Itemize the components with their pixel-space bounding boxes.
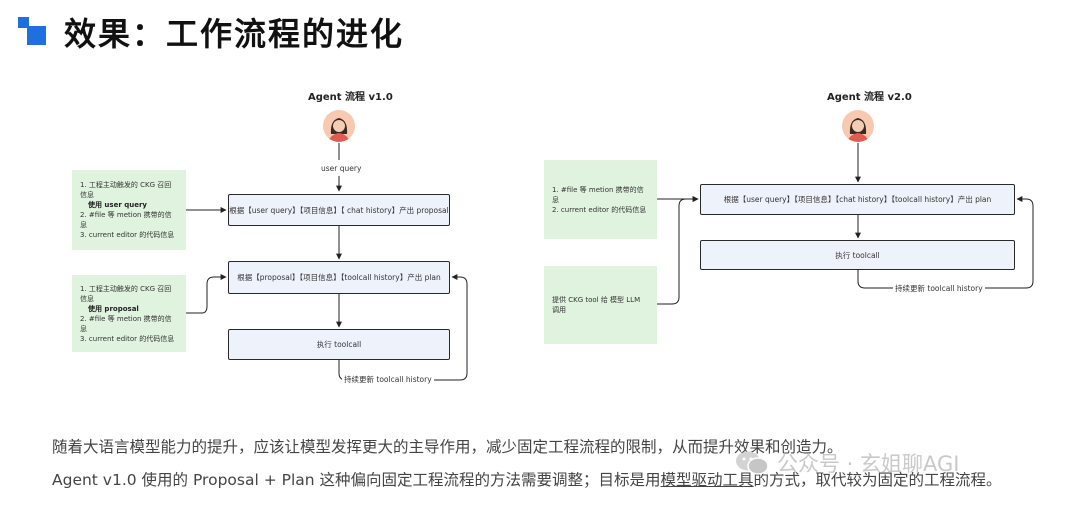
user-avatar-icon xyxy=(847,118,869,142)
caption-line-2: Agent v1.0 使用的 Proposal + Plan 这种偏向固定工程流… xyxy=(52,468,1002,490)
v2-user-avatar xyxy=(842,110,874,142)
v2-title: Agent 流程 v2.0 xyxy=(827,92,912,103)
v2-context-note-1: 1. #file 等 metion 携带的信息 2. current edito… xyxy=(544,160,657,239)
user-avatar-icon xyxy=(328,118,350,142)
note-line: 3. current editor 的代码信息 xyxy=(80,231,175,239)
page-header: 效果：工作流程的进化 xyxy=(18,8,404,56)
v2-note2-to-plan xyxy=(657,196,699,305)
note-line: 2. #file 等 metion 携带的信息 xyxy=(80,211,172,229)
v2-plan-step: 根据【user query】【项目信息】【chat history】【toolc… xyxy=(700,184,1015,215)
v2-loop-label: 持续更新 toolcall history xyxy=(893,283,985,294)
note-line-bold: 使用 proposal xyxy=(88,304,139,313)
note-line: 提供 CKG tool 给 模型 LLM 调用 xyxy=(552,296,641,314)
wechat-icon xyxy=(736,451,769,475)
v1-context-note-1: 1. 工程主动触发的 CKG 召回信息 使用 user query 2. #fi… xyxy=(72,170,186,250)
note-line: 1. 工程主动触发的 CKG 召回信息 xyxy=(80,284,172,303)
v1-title: Agent 流程 v1.0 xyxy=(308,92,393,103)
watermark-text: 公众号 · 玄姐聊AGI xyxy=(777,452,960,476)
v1-loop-label: 持续更新 toolcall history xyxy=(342,374,434,385)
title-logo-icon xyxy=(18,17,52,47)
v2-exec-step: 执行 toolcall xyxy=(700,240,1015,270)
note-line-bold: 使用 user query xyxy=(88,201,147,209)
v1-user-query-label: user query xyxy=(321,164,362,173)
note-line: 3. current editor 的代码信息 xyxy=(80,334,175,343)
v1-user-avatar xyxy=(323,110,355,142)
v1-note2-to-plan xyxy=(186,274,227,314)
note-line: 2. #file 等 metion 携带的信息 xyxy=(80,314,172,333)
watermark: 公众号 · 玄姐聊AGI xyxy=(735,448,960,478)
caption-emphasis: 模型驱动工具 xyxy=(660,471,754,489)
v1-proposal-step: 根据【user query】【项目信息】【 chat history】产出 pr… xyxy=(228,194,450,226)
note-line: 1. 工程主动触发的 CKG 召回信息 xyxy=(80,181,172,199)
caption-text: Agent v1.0 使用的 Proposal + Plan 这种偏向固定工程流… xyxy=(52,471,661,489)
caption-text: 的方式，取代较为固定的工程流程。 xyxy=(753,471,1002,489)
v1-plan-step: 根据【proposal】【项目信息】【toolcall history】产出 p… xyxy=(228,261,450,294)
note-line: 2. current editor 的代码信息 xyxy=(552,205,647,214)
v1-exec-step: 执行 toolcall xyxy=(228,329,450,360)
caption-line-1: 随着大语言模型能力的提升，应该让模型发挥更大的主导作用，减少固定工程流程的限制，… xyxy=(52,438,843,456)
v1-context-note-2: 1. 工程主动触发的 CKG 召回信息 使用 proposal 2. #file… xyxy=(72,275,186,352)
page-title: 效果：工作流程的进化 xyxy=(64,15,405,53)
v2-context-note-2: 提供 CKG tool 给 模型 LLM 调用 xyxy=(544,266,657,344)
note-line: 1. #file 等 metion 携带的信息 xyxy=(552,185,644,204)
